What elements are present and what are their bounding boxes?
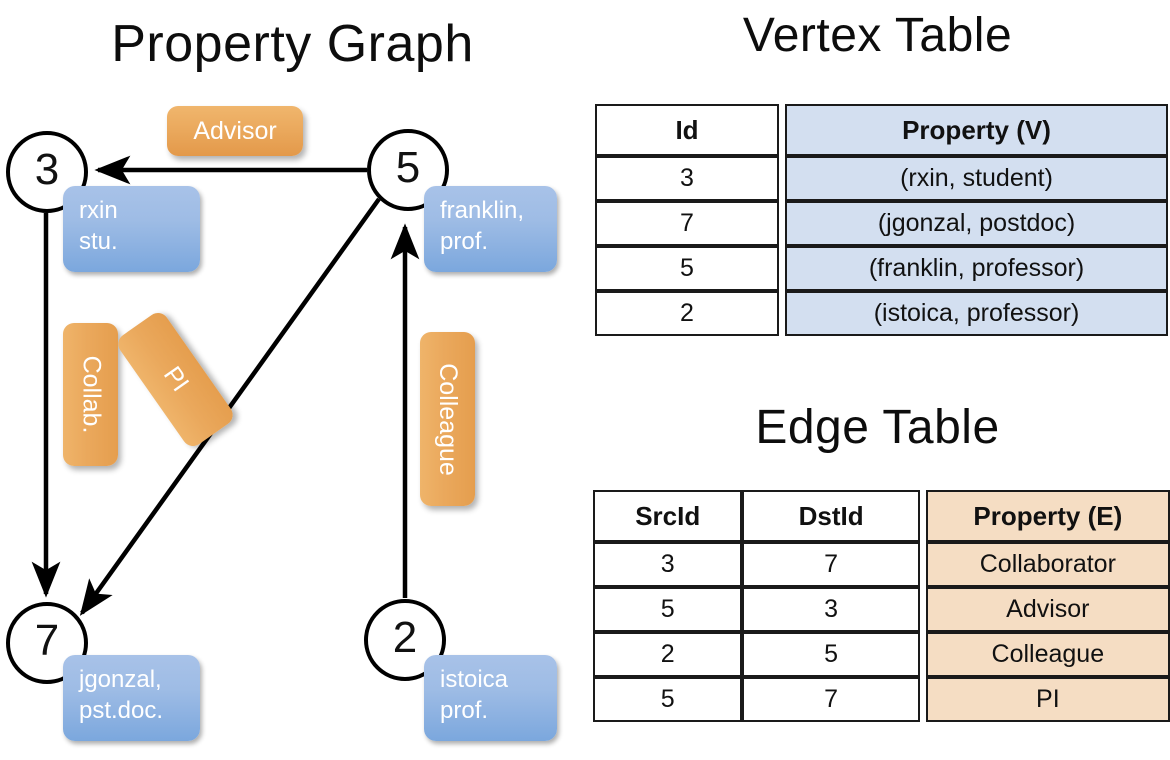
- edge-cell-dstid: 7: [742, 677, 920, 722]
- edge-cell-property: PI: [925, 677, 1170, 722]
- table-row: 5 (franklin, professor): [595, 246, 1168, 291]
- edge-table-header-property: Property (E): [925, 490, 1170, 542]
- edge-cell-property: Collaborator: [925, 542, 1170, 587]
- column-gap: [779, 201, 785, 246]
- vertex-node-5[interactable]: 5: [367, 129, 449, 211]
- vertex-property-bubble-istoica: istoica prof.: [424, 655, 557, 741]
- edge-label-collab: Collab.: [63, 323, 118, 466]
- vertex-node-2-label: 2: [392, 613, 418, 662]
- vertex-cell-property: (rxin, student): [785, 156, 1168, 201]
- vertex-node-7-label: 7: [34, 616, 60, 665]
- edge-cell-property: Advisor: [925, 587, 1170, 632]
- edge-cell-srcid: 5: [593, 677, 743, 722]
- vertex-cell-property: (franklin, professor): [785, 246, 1168, 291]
- vertex-table: Id Property (V) 3 (rxin, student) 7 (jgo…: [595, 104, 1168, 336]
- column-gap: [919, 490, 926, 542]
- bubble-line-2: pst.doc.: [79, 696, 164, 724]
- vertex-table-header-id: Id: [595, 104, 779, 156]
- edge-5-to-7: [79, 197, 381, 616]
- table-row: 7 (jgonzal, postdoc): [595, 201, 1168, 246]
- vertex-property-bubble-jgonzal: jgonzal, pst.doc.: [63, 655, 200, 741]
- bubble-line-2: prof.: [440, 696, 489, 724]
- vertex-cell-id: 5: [595, 246, 779, 291]
- table-row: 3 7 Collaborator: [593, 542, 1170, 587]
- graph-edges-svg: [31, 155, 420, 616]
- table-header-row: SrcId DstId Property (E): [593, 490, 1170, 542]
- page-title-edge-table: Edge Table: [755, 401, 1000, 454]
- edge-table-header-srcid: SrcId: [593, 490, 743, 542]
- bubble-line-1: jgonzal,: [79, 666, 162, 693]
- column-gap: [779, 246, 785, 291]
- vertex-node-2[interactable]: 2: [364, 599, 446, 681]
- column-gap: [779, 291, 785, 336]
- bubble-line-1: rxin: [79, 197, 118, 224]
- vertex-cell-id: 7: [595, 201, 779, 246]
- edge-label-collab-text: Collab.: [77, 355, 106, 434]
- edge-cell-srcid: 2: [593, 632, 743, 677]
- edge-cell-dstid: 3: [742, 587, 920, 632]
- edge-label-pi-text: PI: [157, 361, 195, 397]
- vertex-cell-id: 2: [595, 291, 779, 336]
- edge-label-colleague: Colleague: [420, 332, 475, 506]
- vertex-node-3-label: 3: [34, 145, 60, 194]
- bubble-line-1: franklin,: [440, 197, 525, 224]
- vertex-cell-property: (istoica, professor): [785, 291, 1168, 336]
- page-title-property-graph: Property Graph: [111, 15, 474, 73]
- table-row: 5 7 PI: [593, 677, 1170, 722]
- page-title-vertex-table: Vertex Table: [742, 9, 1013, 62]
- column-gap: [779, 104, 785, 156]
- table-row: 2 5 Colleague: [593, 632, 1170, 677]
- bubble-line-2: stu.: [79, 227, 118, 255]
- column-gap: [779, 156, 785, 201]
- table-row: 5 3 Advisor: [593, 587, 1170, 632]
- edge-cell-srcid: 3: [593, 542, 743, 587]
- vertex-property-bubble-rxin: rxin stu.: [63, 186, 200, 272]
- vertex-node-5-label: 5: [395, 143, 421, 192]
- vertex-property-bubble-franklin: franklin, prof.: [424, 186, 557, 272]
- vertex-table-header-property: Property (V): [785, 104, 1168, 156]
- table-header-row: Id Property (V): [595, 104, 1168, 156]
- edge-table-header-dstid: DstId: [742, 490, 920, 542]
- column-gap: [919, 587, 926, 632]
- column-gap: [919, 677, 926, 722]
- column-gap: [919, 632, 926, 677]
- edge-label-colleague-text: Colleague: [434, 362, 462, 476]
- bubble-line-1: istoica: [440, 666, 509, 693]
- edge-cell-dstid: 5: [742, 632, 920, 677]
- vertex-cell-id: 3: [595, 156, 779, 201]
- vertex-cell-property: (jgonzal, postdoc): [785, 201, 1168, 246]
- table-row: 2 (istoica, professor): [595, 291, 1168, 336]
- edge-cell-srcid: 5: [593, 587, 743, 632]
- edge-cell-property: Colleague: [925, 632, 1170, 677]
- table-row: 3 (rxin, student): [595, 156, 1168, 201]
- edge-table: SrcId DstId Property (E) 3 7 Collaborato…: [593, 490, 1170, 722]
- edge-label-advisor: Advisor: [167, 106, 303, 156]
- bubble-line-2: prof.: [440, 227, 489, 255]
- edge-cell-dstid: 7: [742, 542, 920, 587]
- edge-label-advisor-text: Advisor: [193, 116, 277, 145]
- column-gap: [919, 542, 926, 587]
